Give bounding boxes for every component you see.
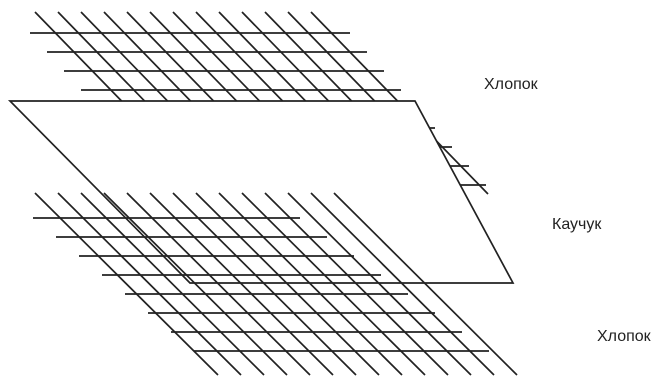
warp-thread — [333, 192, 518, 376]
warp-thread — [310, 192, 495, 376]
label-rubber: Каучук — [552, 216, 602, 233]
warp-thread — [172, 192, 357, 376]
warp-thread — [241, 192, 426, 376]
warp-thread — [80, 192, 265, 376]
warp-thread — [264, 192, 449, 376]
warp-thread — [195, 192, 380, 376]
warp-thread — [218, 192, 403, 376]
warp-thread — [57, 192, 242, 376]
warp-thread — [34, 192, 219, 376]
label-cotton-top: Хлопок — [484, 76, 538, 93]
warp-thread — [287, 192, 472, 376]
label-cotton-bottom: Хлопок — [597, 328, 651, 345]
warp-thread — [126, 192, 311, 376]
warp-thread — [103, 192, 288, 376]
rubber-sheet — [7, 100, 515, 284]
warp-thread — [149, 192, 334, 376]
bottom-cotton-weft-threads — [33, 217, 489, 352]
bottom-cotton-warp-threads — [34, 192, 518, 376]
